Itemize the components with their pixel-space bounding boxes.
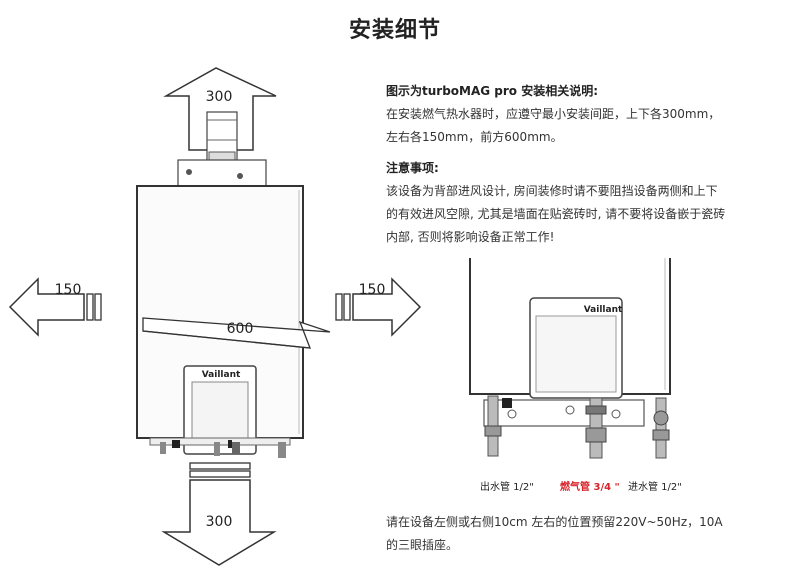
right-clearance-arrow: 150	[335, 277, 422, 337]
right-clearance-label: 150	[359, 282, 386, 298]
pipe-label-inlet: 进水管 1/2"	[628, 482, 682, 493]
front-clearance-label: 600	[227, 321, 254, 337]
left-clearance-label: 150	[55, 282, 82, 298]
installation-clearance-diagram: 300 Vaillant 600 150	[8, 67, 422, 566]
info-line-1: 在安装燃气热水器时，应遵守最小安装间距，上下各300mm，	[386, 107, 721, 121]
page-title: 安装细节	[348, 18, 441, 43]
notes-line-1: 该设备为背部进风设计, 房间装修时请不要阻挡设备两侧和上下	[386, 184, 718, 198]
bottom-clearance-label: 300	[206, 514, 233, 530]
footer-line-2: 的三眼插座。	[386, 538, 459, 552]
notes-heading: 注意事项:	[386, 161, 439, 175]
front-clearance-plane: 600	[142, 317, 331, 349]
info-line-2: 左右各150mm，前方600mm。	[386, 130, 563, 144]
detail-brand-logo: Vaillant	[584, 305, 623, 315]
left-clearance-arrow: 150	[8, 277, 102, 337]
water-heater-body: Vaillant	[136, 185, 304, 458]
top-clearance-label: 300	[206, 89, 233, 105]
pipe-connection-detail-diagram: Vaillant	[469, 258, 671, 459]
notes-line-2: 的有效进风空隙, 尤其是墙面在贴瓷砖时, 请不要将设备嵌于瓷砖	[386, 207, 726, 221]
pipe-label-gas: 燃气管 3/4 "	[560, 482, 620, 493]
top-clearance-arrow: 300	[163, 67, 277, 151]
flue-pipe	[177, 111, 267, 187]
info-heading: 图示为turboMAG pro 安装相关说明:	[386, 84, 599, 98]
pipe-label-outlet: 出水管 1/2"	[480, 482, 534, 493]
notes-line-3: 内部, 否则将影响设备正常工作!	[386, 230, 555, 244]
footer-line-1: 请在设备左侧或右侧10cm 左右的位置预留220V~50Hz，10A	[386, 515, 723, 529]
bottom-clearance-arrow: 300	[161, 462, 277, 566]
brand-logo: Vaillant	[202, 370, 241, 380]
